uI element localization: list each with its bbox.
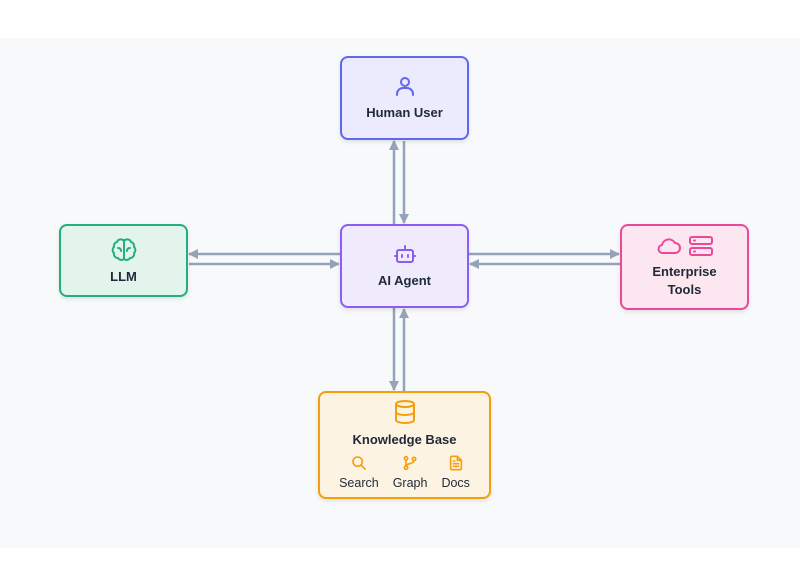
ai-agent-node[interactable]: AI Agent xyxy=(340,224,469,308)
llm-label: LLM xyxy=(110,268,137,284)
kb-item-search[interactable]: Search xyxy=(339,455,379,492)
kb-item-docs[interactable]: Docs xyxy=(441,455,470,492)
knowledge-base-label: Knowledge Base xyxy=(352,431,457,447)
knowledge-base-node[interactable]: Knowledge Base Search Graph Doc xyxy=(318,391,491,499)
enterprise-tools-label: Enterprise Tools xyxy=(652,264,717,297)
kb-item-docs-label: Docs xyxy=(441,475,470,490)
kb-item-graph[interactable]: Graph xyxy=(392,455,428,492)
git-branch-icon xyxy=(403,455,417,470)
search-icon xyxy=(352,455,366,470)
human-user-label: Human User xyxy=(366,105,443,120)
cloud-icon xyxy=(657,238,681,254)
llm-node[interactable]: LLM xyxy=(59,224,188,297)
document-icon xyxy=(449,455,462,470)
robot-icon xyxy=(393,245,416,263)
knowledge-base-items: Search Graph Docs xyxy=(339,455,470,492)
enterprise-tools-node[interactable]: Enterprise Tools xyxy=(620,224,749,310)
human-user-node[interactable]: Human User xyxy=(340,56,469,140)
database-icon xyxy=(394,399,415,424)
brain-icon xyxy=(111,237,136,261)
server-icon xyxy=(688,236,713,256)
kb-item-search-label: Search xyxy=(339,475,379,490)
ai-agent-label: AI Agent xyxy=(378,273,431,288)
user-icon xyxy=(395,77,414,96)
kb-item-graph-label: Graph xyxy=(392,475,428,490)
